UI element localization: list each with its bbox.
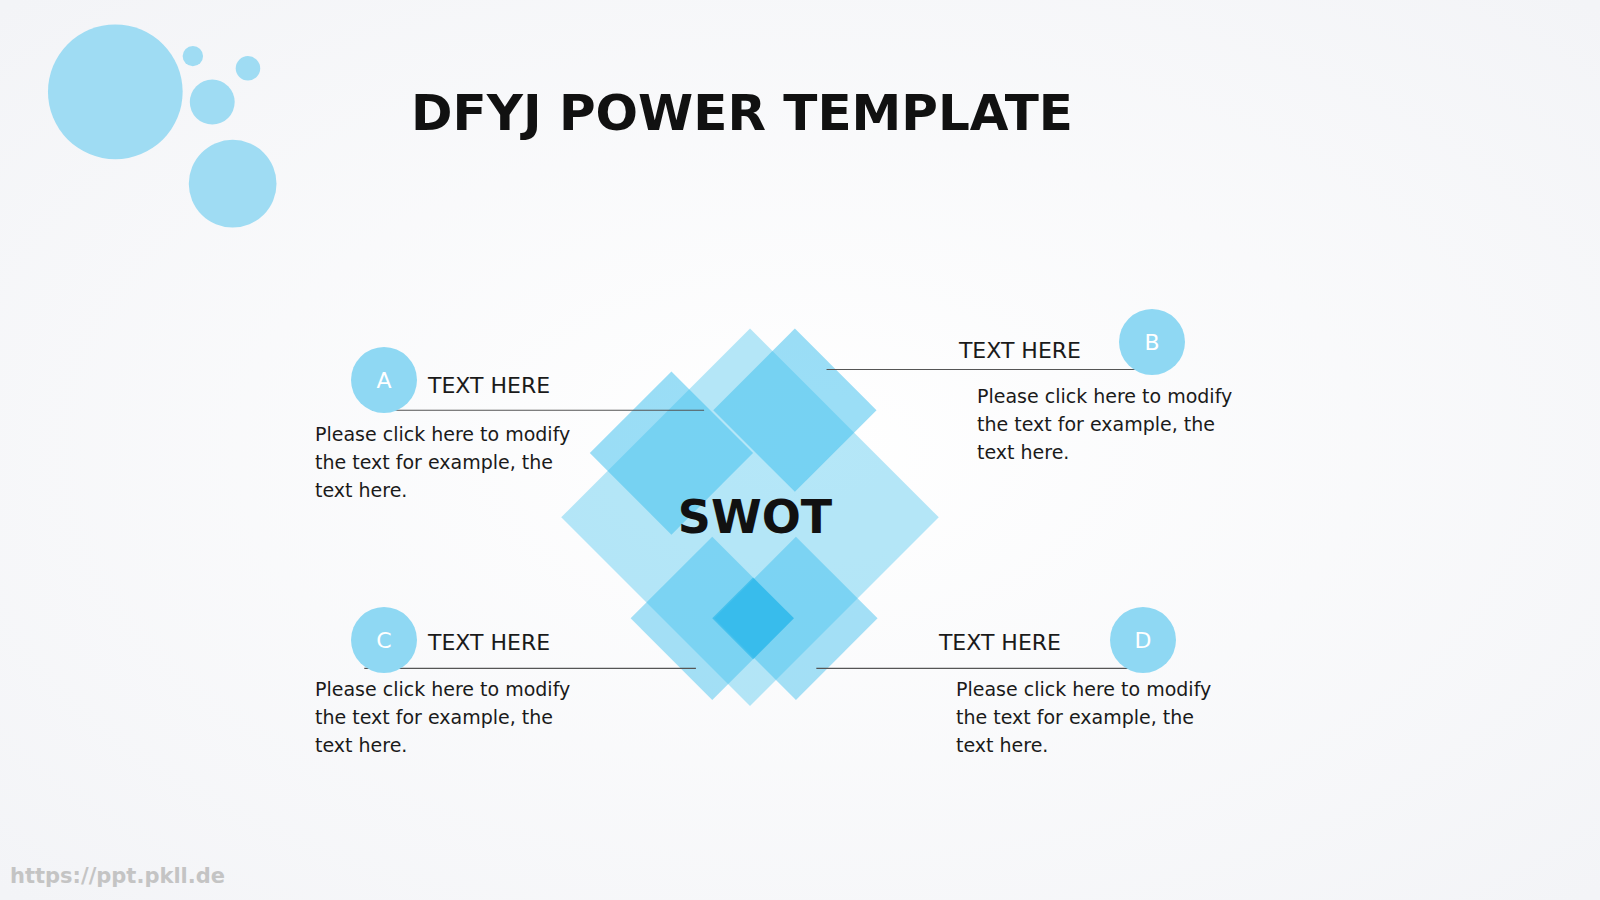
diamond <box>712 578 794 660</box>
rule-line <box>364 668 696 669</box>
letter-circle: D <box>1110 607 1176 673</box>
item-body: Please click here to modify the text for… <box>956 675 1226 759</box>
item-body: Please click here to modify the text for… <box>315 420 585 504</box>
diamond <box>631 537 794 700</box>
rule-line <box>816 668 1148 669</box>
bubble <box>236 56 260 80</box>
bubble <box>48 24 183 159</box>
letter-circle: B <box>1119 309 1185 375</box>
circle-fill <box>1119 309 1185 375</box>
bubble-cluster <box>48 24 277 227</box>
item-body: Please click here to modify the text for… <box>315 675 585 759</box>
letter-circle: A <box>351 347 417 413</box>
node-text-holder: B <box>1119 309 1185 375</box>
node-text-holder: D <box>1110 607 1176 673</box>
node-text-holder: SWOT <box>670 486 840 548</box>
swot-center: SWOT <box>670 486 840 548</box>
circle-letter: D <box>1135 628 1152 653</box>
bubble <box>190 80 235 125</box>
bubble <box>183 46 203 66</box>
center-label: SWOT <box>678 490 832 544</box>
diamond-cluster <box>561 329 939 707</box>
item-heading: TEXT HERE <box>428 373 550 398</box>
diamond <box>713 329 876 492</box>
slide-title: DFYJ POWER TEMPLATE <box>411 84 1073 142</box>
circle-fill <box>1110 607 1176 673</box>
rule-line <box>827 369 1159 370</box>
node-text-holder: C <box>351 607 417 673</box>
circle-letter: A <box>376 368 391 393</box>
item-body: Please click here to modify the text for… <box>977 382 1247 466</box>
letter-circle: C <box>351 607 417 673</box>
item-heading: TEXT HERE <box>959 338 1081 363</box>
bubble <box>189 140 277 228</box>
node-text-holder: A <box>351 347 417 413</box>
item-heading: TEXT HERE <box>428 630 550 655</box>
circle-fill <box>351 607 417 673</box>
rule-line <box>372 410 704 411</box>
circle-letter: B <box>1144 330 1159 355</box>
circle-fill <box>351 347 417 413</box>
circle-letter: C <box>376 628 391 653</box>
watermark: https://ppt.pkll.de <box>10 864 225 888</box>
item-heading: TEXT HERE <box>939 630 1061 655</box>
diamond <box>561 329 939 707</box>
